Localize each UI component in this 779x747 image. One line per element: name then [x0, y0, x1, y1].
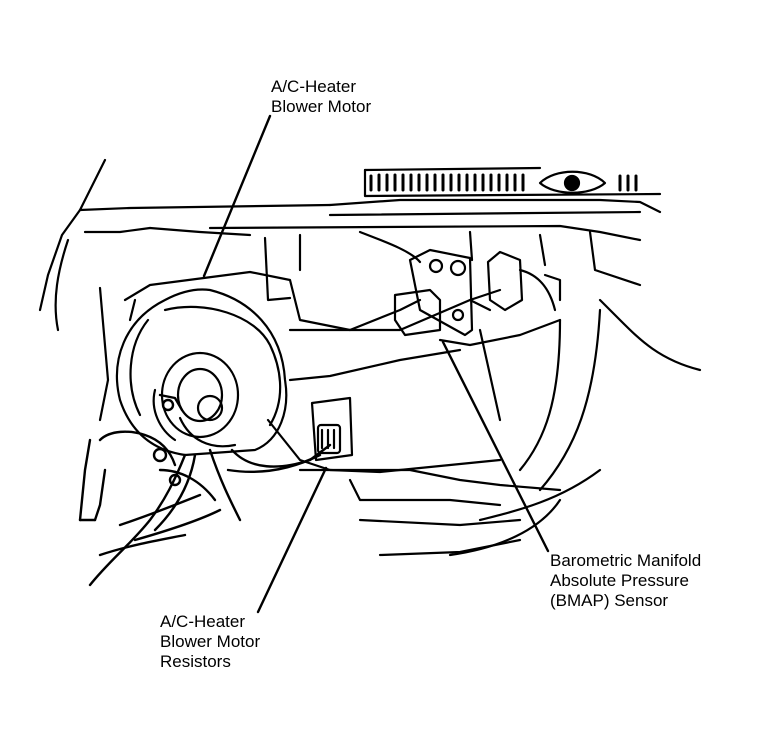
resistors-label-line-2: Blower Motor: [160, 632, 261, 651]
blower-housing: [115, 288, 288, 457]
resistors-label-line-3: Resistors: [160, 652, 231, 671]
wiring-harness: [78, 393, 332, 587]
bmap-sensor-label: Barometric Manifold Absolute Pressure (B…: [550, 551, 701, 611]
resistor-block: [310, 396, 354, 462]
blower-motor-label-line-2: Blower Motor: [271, 97, 372, 116]
blower-motor-label: A/C-Heater Blower Motor: [271, 77, 371, 117]
resistors-label: A/C-Heater Blower Motor Resistors: [160, 612, 260, 672]
leader-lines: [202, 114, 550, 614]
bmap-sensor-label-line-3: (BMAP) Sensor: [550, 591, 669, 610]
bmap-sensor: [393, 248, 562, 347]
firewall-lines: [208, 224, 702, 492]
bmap-sensor-label-line-1: Barometric Manifold: [550, 551, 702, 570]
resistors-label-line-1: A/C-Heater: [160, 612, 246, 631]
cowl-vent: [328, 166, 662, 217]
bmap-sensor-label-line-2: Absolute Pressure: [550, 571, 689, 590]
heater-case: [123, 270, 602, 557]
blower-motor-label-line-1: A/C-Heater: [271, 77, 357, 96]
fender-outline: [38, 158, 332, 422]
